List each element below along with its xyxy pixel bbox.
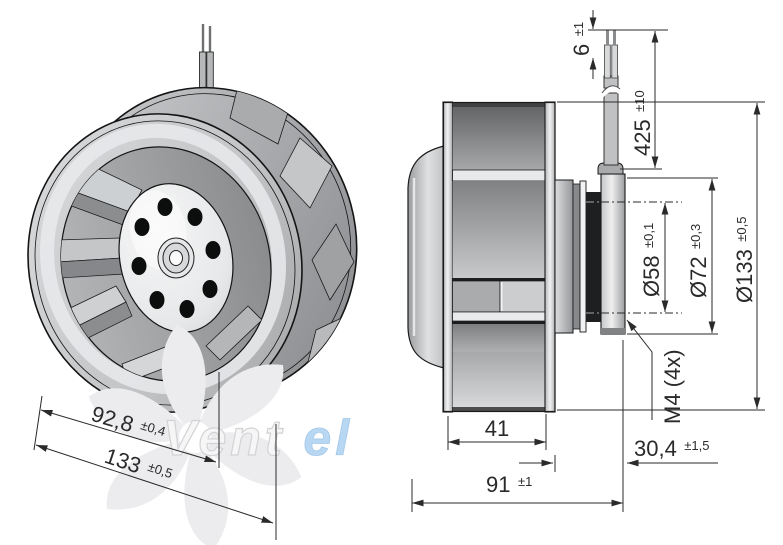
dim-impeller-width-label: 41 [485,416,509,441]
watermark-brand-text: Vent el [163,410,353,466]
mounting-thread-label: M4 (4x) [660,349,685,424]
ext-line [33,395,43,451]
impeller-blade-section [452,102,546,412]
iso-wire-leads [199,24,214,91]
back-plate-disc [544,101,556,413]
dim-wire-strip-label: 6 ±1 [569,22,594,56]
dim-outer-diameter-line [35,444,274,524]
vibration-damper-ring [586,192,601,322]
wire-sleeve [206,51,214,91]
power-cable [601,30,621,166]
mounting-flange [600,173,626,335]
dimension-lines [33,10,765,540]
dim-total-depth-label: 91 ±1 [486,472,532,497]
motor-assembly [554,162,626,335]
mounting-plate [579,180,587,333]
wire-lead [604,44,611,79]
dim-motor-depth-label: 30,4 ±1,5 [634,436,710,461]
dimension-labels: 6 ±1 425 ±10 Ø58 ±0,1 Ø72 ±0,3 Ø133 ±0,5… [88,22,757,497]
dim-hub-diameter-label: Ø58 ±0,1 [639,223,664,297]
cable-jacket [603,92,619,166]
motor-spacer [572,183,581,330]
dim-impeller-diameter-label: Ø133 ±0,5 [732,217,757,304]
m4-leader-line [626,319,653,420]
dim-cable-length-label: 425 ±10 [630,90,655,156]
impeller-inner-blades [55,161,263,383]
motor-body [554,179,574,334]
dim-flange-diameter-label: Ø72 ±0,3 [686,224,711,298]
side-view [407,30,626,413]
flange-bottom-edge [601,328,625,334]
front-shroud-disc [442,101,454,413]
rotor-vent-holes [131,198,221,318]
inlet-bell [407,145,445,369]
rotor-shaft [169,250,183,266]
wire-lead [611,44,618,79]
rotor [118,183,234,333]
cable-break-mark [602,85,620,99]
wire-sleeve [199,51,207,91]
